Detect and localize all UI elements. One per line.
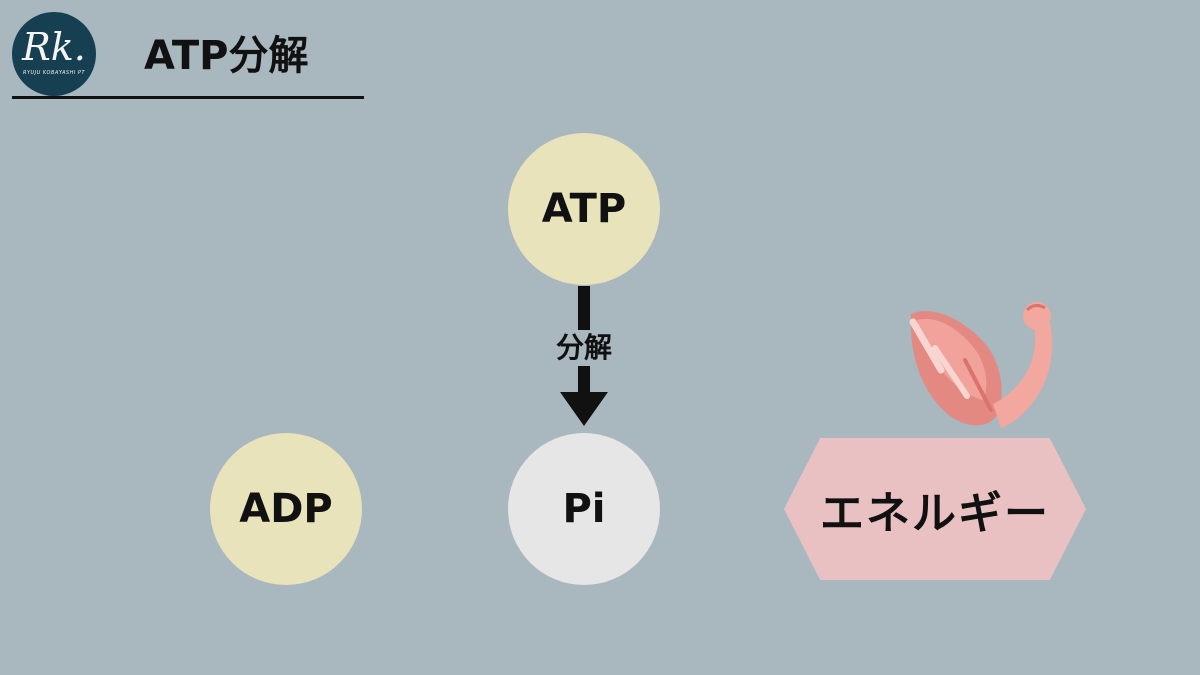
energy-hexagon: エネルギー bbox=[784, 438, 1086, 580]
logo-subtitle: RYUJU KOBAYASHI PT bbox=[23, 70, 85, 76]
flexed-arm-muscle-icon bbox=[909, 302, 1053, 428]
page-title: ATP分解 bbox=[144, 33, 309, 79]
arrow-shaft-top bbox=[578, 286, 590, 330]
logo-mark: Rk. bbox=[22, 25, 86, 69]
pi-label: Pi bbox=[562, 486, 606, 532]
atp-node: ATP bbox=[508, 133, 660, 285]
logo-badge: Rk. RYUJU KOBAYASHI PT bbox=[12, 12, 96, 96]
pi-node: Pi bbox=[508, 433, 660, 585]
arrow-label: 分解 bbox=[555, 331, 612, 364]
adp-node: ADP bbox=[210, 433, 362, 585]
arrow-shaft-bottom bbox=[578, 366, 590, 396]
atp-label: ATP bbox=[541, 186, 627, 232]
arrow-down-icon bbox=[560, 392, 608, 426]
adp-label: ADP bbox=[239, 486, 333, 532]
title-underline bbox=[12, 96, 364, 99]
energy-label: エネルギー bbox=[820, 488, 1050, 539]
